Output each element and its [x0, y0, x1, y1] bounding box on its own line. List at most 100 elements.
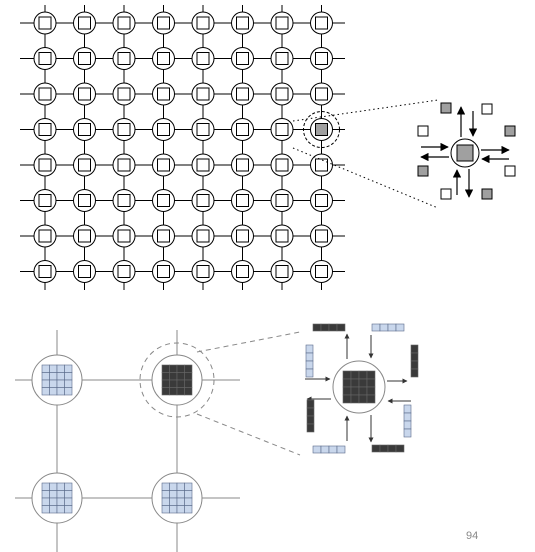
matrix-cell [176, 379, 185, 388]
matrix-cell [176, 372, 185, 381]
outgoing-block-top [440, 102, 452, 114]
matrix-cell [49, 379, 58, 388]
matrix-cell [161, 482, 170, 491]
data-block [157, 123, 170, 136]
data-block [157, 265, 170, 278]
matrix-cell [169, 364, 178, 373]
strip-cell [305, 368, 314, 378]
matrix-cell [56, 497, 65, 506]
matrix-cell [350, 378, 360, 388]
matrix-block [41, 364, 73, 396]
data-block [78, 229, 91, 243]
data-block [275, 87, 289, 101]
matrix-cell [64, 379, 73, 388]
data-block [275, 265, 289, 278]
matrix-cell [64, 372, 73, 381]
strip-cell [403, 420, 412, 430]
strip-cell [410, 344, 419, 354]
matrix-cell [64, 364, 73, 373]
data-block [196, 52, 210, 65]
data-block [196, 123, 210, 136]
strip-cell [306, 407, 315, 417]
matrix-cell [366, 378, 376, 388]
matrix-cell [56, 490, 65, 499]
data-block [196, 229, 210, 243]
strip-cell [306, 399, 315, 409]
matrix-cell [49, 387, 58, 396]
data-block [315, 52, 328, 65]
matrix-cell [41, 497, 50, 506]
matrix-cell [176, 387, 185, 396]
callout-line-upper [292, 99, 439, 122]
strip-cell [336, 323, 346, 332]
data-block [117, 194, 131, 207]
block-zoom-callout-lines [196, 331, 301, 456]
strip-left-incoming [305, 344, 314, 378]
outgoing-block-bottom [481, 188, 493, 200]
incoming-block-left [417, 125, 429, 137]
data-block [157, 158, 170, 172]
strip-cell [395, 444, 405, 453]
zoomed-matrix-block [342, 370, 376, 404]
strip-cell [312, 445, 322, 454]
matrix-cell [56, 364, 65, 373]
matrix-cell [358, 394, 368, 404]
data-block [275, 16, 289, 30]
incoming-block-top [481, 103, 493, 115]
data-block [78, 194, 91, 207]
highlight-ring [303, 111, 340, 148]
matrix-cell [41, 387, 50, 396]
strip-cell [305, 360, 314, 370]
data-block [117, 158, 131, 172]
data-block [315, 229, 328, 243]
outgoing-block-left [417, 165, 429, 177]
strip-cell [305, 352, 314, 362]
data-block [157, 194, 170, 207]
strip-cell [379, 323, 389, 332]
matrix-block [161, 364, 193, 396]
matrix-block [41, 482, 73, 514]
data-block [236, 265, 249, 278]
data-block [38, 194, 52, 207]
strip-cell [387, 323, 397, 332]
matrix-cell [49, 505, 58, 514]
data-block [78, 123, 91, 136]
data-block [38, 87, 52, 101]
data-block [236, 123, 249, 136]
matrix-cell [64, 505, 73, 514]
data-block [196, 158, 210, 172]
data-block [117, 123, 131, 136]
matrix-cell [41, 379, 50, 388]
matrix-cell [64, 490, 73, 499]
matrix-cell [169, 372, 178, 381]
matrix-cell [358, 370, 368, 380]
matrix-cell [184, 497, 193, 506]
strip-cell [410, 352, 419, 362]
data-block [117, 87, 131, 101]
data-block [38, 123, 52, 136]
matrix-cell [176, 364, 185, 373]
strip-right-incoming [403, 404, 412, 438]
matrix-cell [169, 497, 178, 506]
block-callout-line-lower [196, 413, 301, 456]
strip-left-outgoing [306, 399, 315, 433]
matrix-cell [49, 372, 58, 381]
data-block [117, 229, 131, 243]
data-block [315, 194, 328, 207]
matrix-cell [56, 387, 65, 396]
data-block [196, 16, 210, 30]
incoming-block-right [504, 165, 516, 177]
data-block [78, 52, 91, 65]
data-block [117, 265, 131, 278]
matrix-cell [342, 370, 352, 380]
matrix-cell [161, 379, 170, 388]
data-block [275, 194, 289, 207]
matrix-cell [350, 370, 360, 380]
data-block [117, 16, 131, 30]
matrix-cell [366, 386, 376, 396]
data-block [315, 123, 328, 136]
data-block [38, 158, 52, 172]
matrix-cell [176, 482, 185, 491]
matrix-cell [169, 379, 178, 388]
matrix-cell [350, 394, 360, 404]
